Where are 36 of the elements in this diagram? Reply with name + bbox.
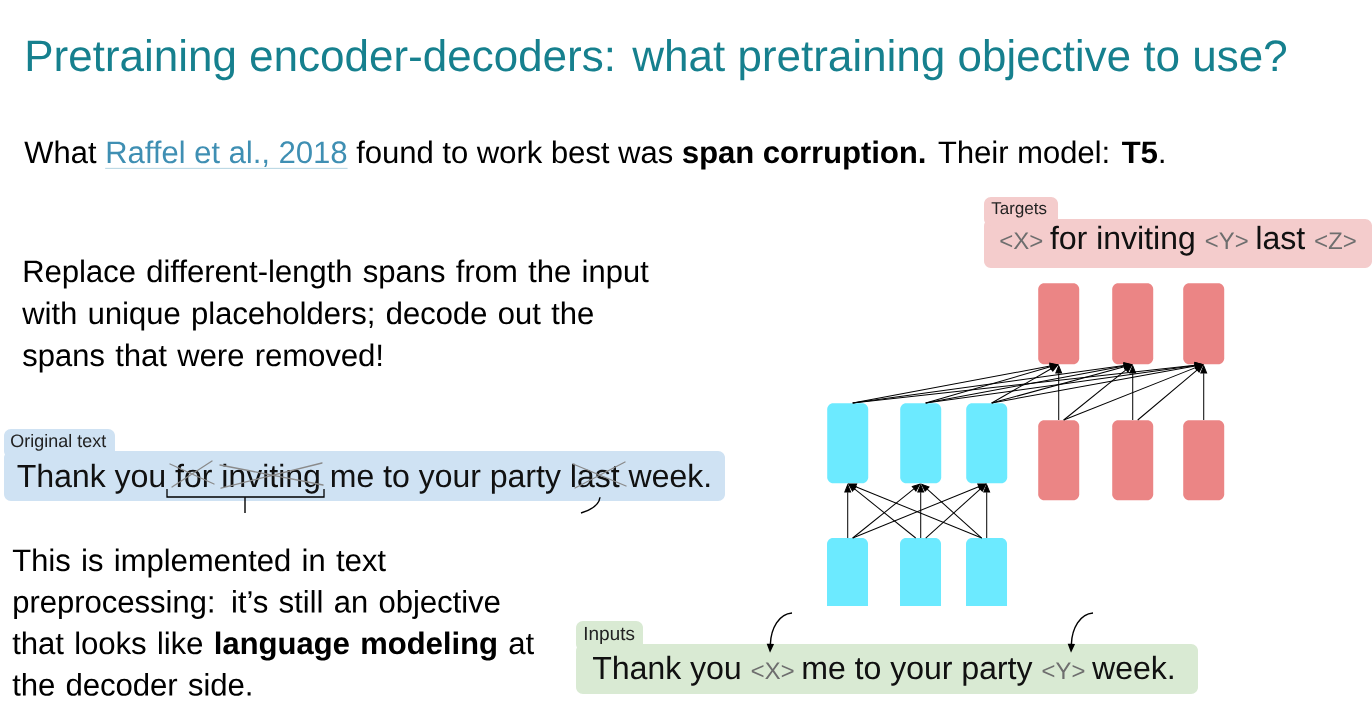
tab-label: Targets — [984, 197, 1058, 226]
arrow — [1137, 364, 1204, 421]
rounded-block — [966, 538, 1007, 606]
rounded-block — [900, 403, 942, 484]
arrow — [1200, 365, 1208, 421]
arrow — [1129, 365, 1137, 421]
slide-title: Pretraining encoder-decoders: what pretraining objective to use? — [27, 39, 1287, 81]
rounded-block — [827, 538, 868, 606]
tab-label: Original text — [4, 429, 115, 458]
arrow — [991, 364, 1058, 404]
arrow — [925, 362, 1203, 404]
rounded-block — [1112, 420, 1154, 501]
text-band: <X> for inviting <Y> last <Z> — [984, 219, 1372, 268]
rounded-block — [1038, 283, 1080, 365]
paragraph: What Raffel et al., 2018 found to work best was span corruption. Their model: T5. — [24, 140, 1164, 170]
rounded-block — [1183, 283, 1225, 365]
text-band: Thank you for inviting me to your party last week. — [4, 451, 725, 501]
arrow — [917, 484, 925, 539]
connector-line — [244, 496, 246, 514]
arrow — [983, 484, 991, 539]
arrow — [1063, 364, 1203, 421]
arrow — [844, 484, 852, 539]
tab-label: Inputs — [576, 621, 643, 651]
paragraph: Replace different-length spans from the input with unique placeholders; decode out the spans that were removed! — [22, 259, 649, 373]
rounded-block — [827, 403, 869, 484]
connector-line — [580, 496, 601, 514]
rounded-block — [1112, 283, 1154, 365]
rounded-block — [966, 403, 1008, 484]
arrow — [1063, 364, 1133, 421]
arrow — [991, 362, 1203, 404]
paragraph: This is implemented in text preprocessing: it’s still an objective that looks like language modeling at the decoder side. — [12, 548, 534, 696]
rounded-block — [1183, 420, 1225, 501]
arrow — [1055, 365, 1063, 421]
rounded-block — [1038, 420, 1080, 501]
text-band: Thank you <X> me to your party <Y> week. — [576, 644, 1198, 694]
rounded-block — [900, 538, 941, 606]
